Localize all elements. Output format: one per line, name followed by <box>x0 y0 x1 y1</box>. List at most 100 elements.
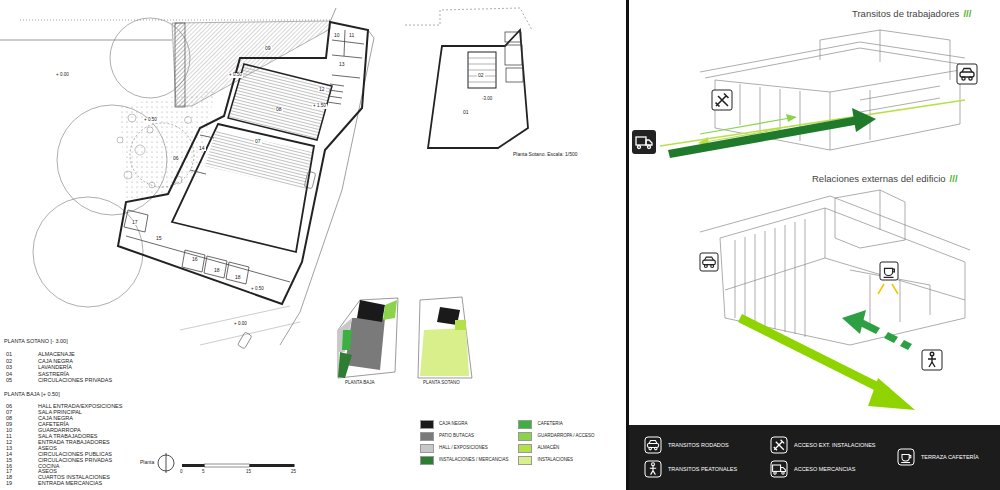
list-heading: PLANTA SOTANO [- 3.00] <box>4 339 68 345</box>
legend-item: INSTALACIONES <box>518 456 573 465</box>
legend-swatch <box>518 456 532 465</box>
mini-plans <box>338 297 472 378</box>
room-number: 02 <box>477 73 485 78</box>
legend-swatch <box>518 444 532 453</box>
room-name: LAVANDERÍA <box>38 365 72 371</box>
legend-text: ACCESO MERCANCIAS <box>794 467 855 473</box>
legend-item: CAJA NEGRA <box>420 420 468 429</box>
room-code: 07 <box>6 410 12 416</box>
room-code: 19 <box>6 481 12 487</box>
scale-number: 0 <box>180 470 183 475</box>
room-name: ENTRADA TRABAJADORES <box>38 440 110 446</box>
legend-item: TRANSITOS PEATONALES <box>668 467 737 473</box>
room-name: HALL ENTRADA/EXPOSICIONES <box>38 404 122 410</box>
legend-swatch <box>420 456 434 465</box>
room-number: 15 <box>155 236 163 241</box>
external-relations-illustration <box>700 190 970 410</box>
legend-text: TRANSITOS PEATONALES <box>668 467 737 473</box>
room-name: ALMACENAJE <box>38 352 75 358</box>
room-number: 08 <box>275 107 283 112</box>
room-number: 17 <box>131 220 139 225</box>
room-number: 18 <box>234 275 242 280</box>
basement-plan <box>405 8 532 148</box>
room-code: 06 <box>6 404 12 410</box>
legend-swatch <box>518 420 532 429</box>
room-number: 18 <box>213 268 221 273</box>
legend-swatch <box>420 432 434 441</box>
room-code: 05 <box>6 378 12 384</box>
legend-swatch <box>420 444 434 453</box>
room-code: 15 <box>6 458 12 464</box>
legend-bar <box>629 425 1000 490</box>
legend-icons <box>645 437 914 477</box>
ground-floor-plan <box>118 22 368 304</box>
legend-item: ALMACÉN <box>518 444 559 453</box>
north-label: Planta <box>140 460 154 465</box>
room-code: 13 <box>6 446 12 452</box>
room-number: 07 <box>254 139 262 144</box>
legend-item: PATIO BUTACAS <box>420 432 474 441</box>
panel-heading: Transitos de trabajadores <box>852 9 959 19</box>
legend-text: CAJA NEGRA <box>439 422 468 427</box>
legend-item: CAFETERIA <box>518 420 562 429</box>
room-code: 18 <box>6 475 12 481</box>
room-name: CAJA NEGRA <box>38 359 73 365</box>
legend-item: HALL / EXPOSICIONES <box>420 444 488 453</box>
legend-text: TERRAZA CAFETERÍA <box>921 455 979 461</box>
legend-text: INSTALACIONES <box>537 458 573 463</box>
room-code: 12 <box>6 440 12 446</box>
plan-title: Planta Sotano. Escala: 1/500 <box>512 152 579 157</box>
room-code: 02 <box>6 359 12 365</box>
room-number: 10 <box>333 33 341 38</box>
list-heading: PLANTA BAJA [+ 0.50] <box>4 392 60 398</box>
room-code: 04 <box>6 372 12 378</box>
legend-text: GUARDARROPA / ACCESO <box>537 434 594 439</box>
scale-bar <box>158 453 295 473</box>
room-name: GUARDARROPA <box>38 428 81 434</box>
level-mark: + 0.00 <box>55 73 70 78</box>
level-mark: + 0.50 <box>250 287 265 292</box>
room-name: CIRCULACIONES PRIVADAS <box>38 458 112 464</box>
room-code: 14 <box>6 452 12 458</box>
room-name: ENTRADA MERCANCIAS <box>38 481 102 487</box>
scale-number: 5 <box>202 470 205 475</box>
room-name: ASEOS <box>38 446 57 452</box>
room-name: CAJA NEGRA <box>38 416 73 422</box>
room-number: 14 <box>198 146 206 151</box>
room-name: SALA TRABAJADORES <box>38 434 98 440</box>
scale-number: 25 <box>291 470 296 475</box>
room-number: 12 <box>318 87 326 92</box>
workers-flow-illustration <box>632 30 977 158</box>
room-number: 01 <box>462 110 470 115</box>
room-code: 09 <box>6 422 12 428</box>
scale-number: 15 <box>246 470 251 475</box>
site-plan <box>0 8 374 349</box>
panel-heading: Relaciones externas del edificio <box>812 174 946 184</box>
legend-text: CAFETERIA <box>537 422 562 427</box>
room-name: CAFETERÍA <box>38 422 69 428</box>
room-number: 13 <box>338 62 346 67</box>
legend-swatch <box>420 420 434 429</box>
level-mark: + 1.50 <box>312 104 327 109</box>
level-mark: + 0.50 <box>143 118 158 123</box>
level-mark: + 0.50 <box>228 73 243 78</box>
room-number: 09 <box>264 46 272 51</box>
room-name: ASEOS <box>38 469 57 475</box>
room-number: 11 <box>348 33 355 38</box>
level-mark: -3.00 <box>481 97 493 102</box>
legend-text: INSTALACIONES / MERCANCIAS <box>439 458 508 463</box>
room-name: SALA PRINCIPAL <box>38 410 82 416</box>
legend-text: TRANSITOS RODADOS <box>668 443 729 449</box>
heading-mark: /// <box>950 174 958 184</box>
room-code: 16 <box>6 464 12 470</box>
legend-item: TERRAZA CAFETERÍA <box>921 455 979 461</box>
legend-item: INSTALACIONES / MERCANCIAS <box>420 456 508 465</box>
legend-text: PATIO BUTACAS <box>439 434 474 439</box>
legend-text: HALL / EXPOSICIONES <box>439 446 488 451</box>
room-code: 10 <box>6 428 12 434</box>
legend-text: ACCESO EXT. INSTALACIONES <box>794 443 876 449</box>
legend-item: TRANSITOS RODADOS <box>668 443 729 449</box>
legend-item: ACCESO MERCANCIAS <box>794 467 855 473</box>
